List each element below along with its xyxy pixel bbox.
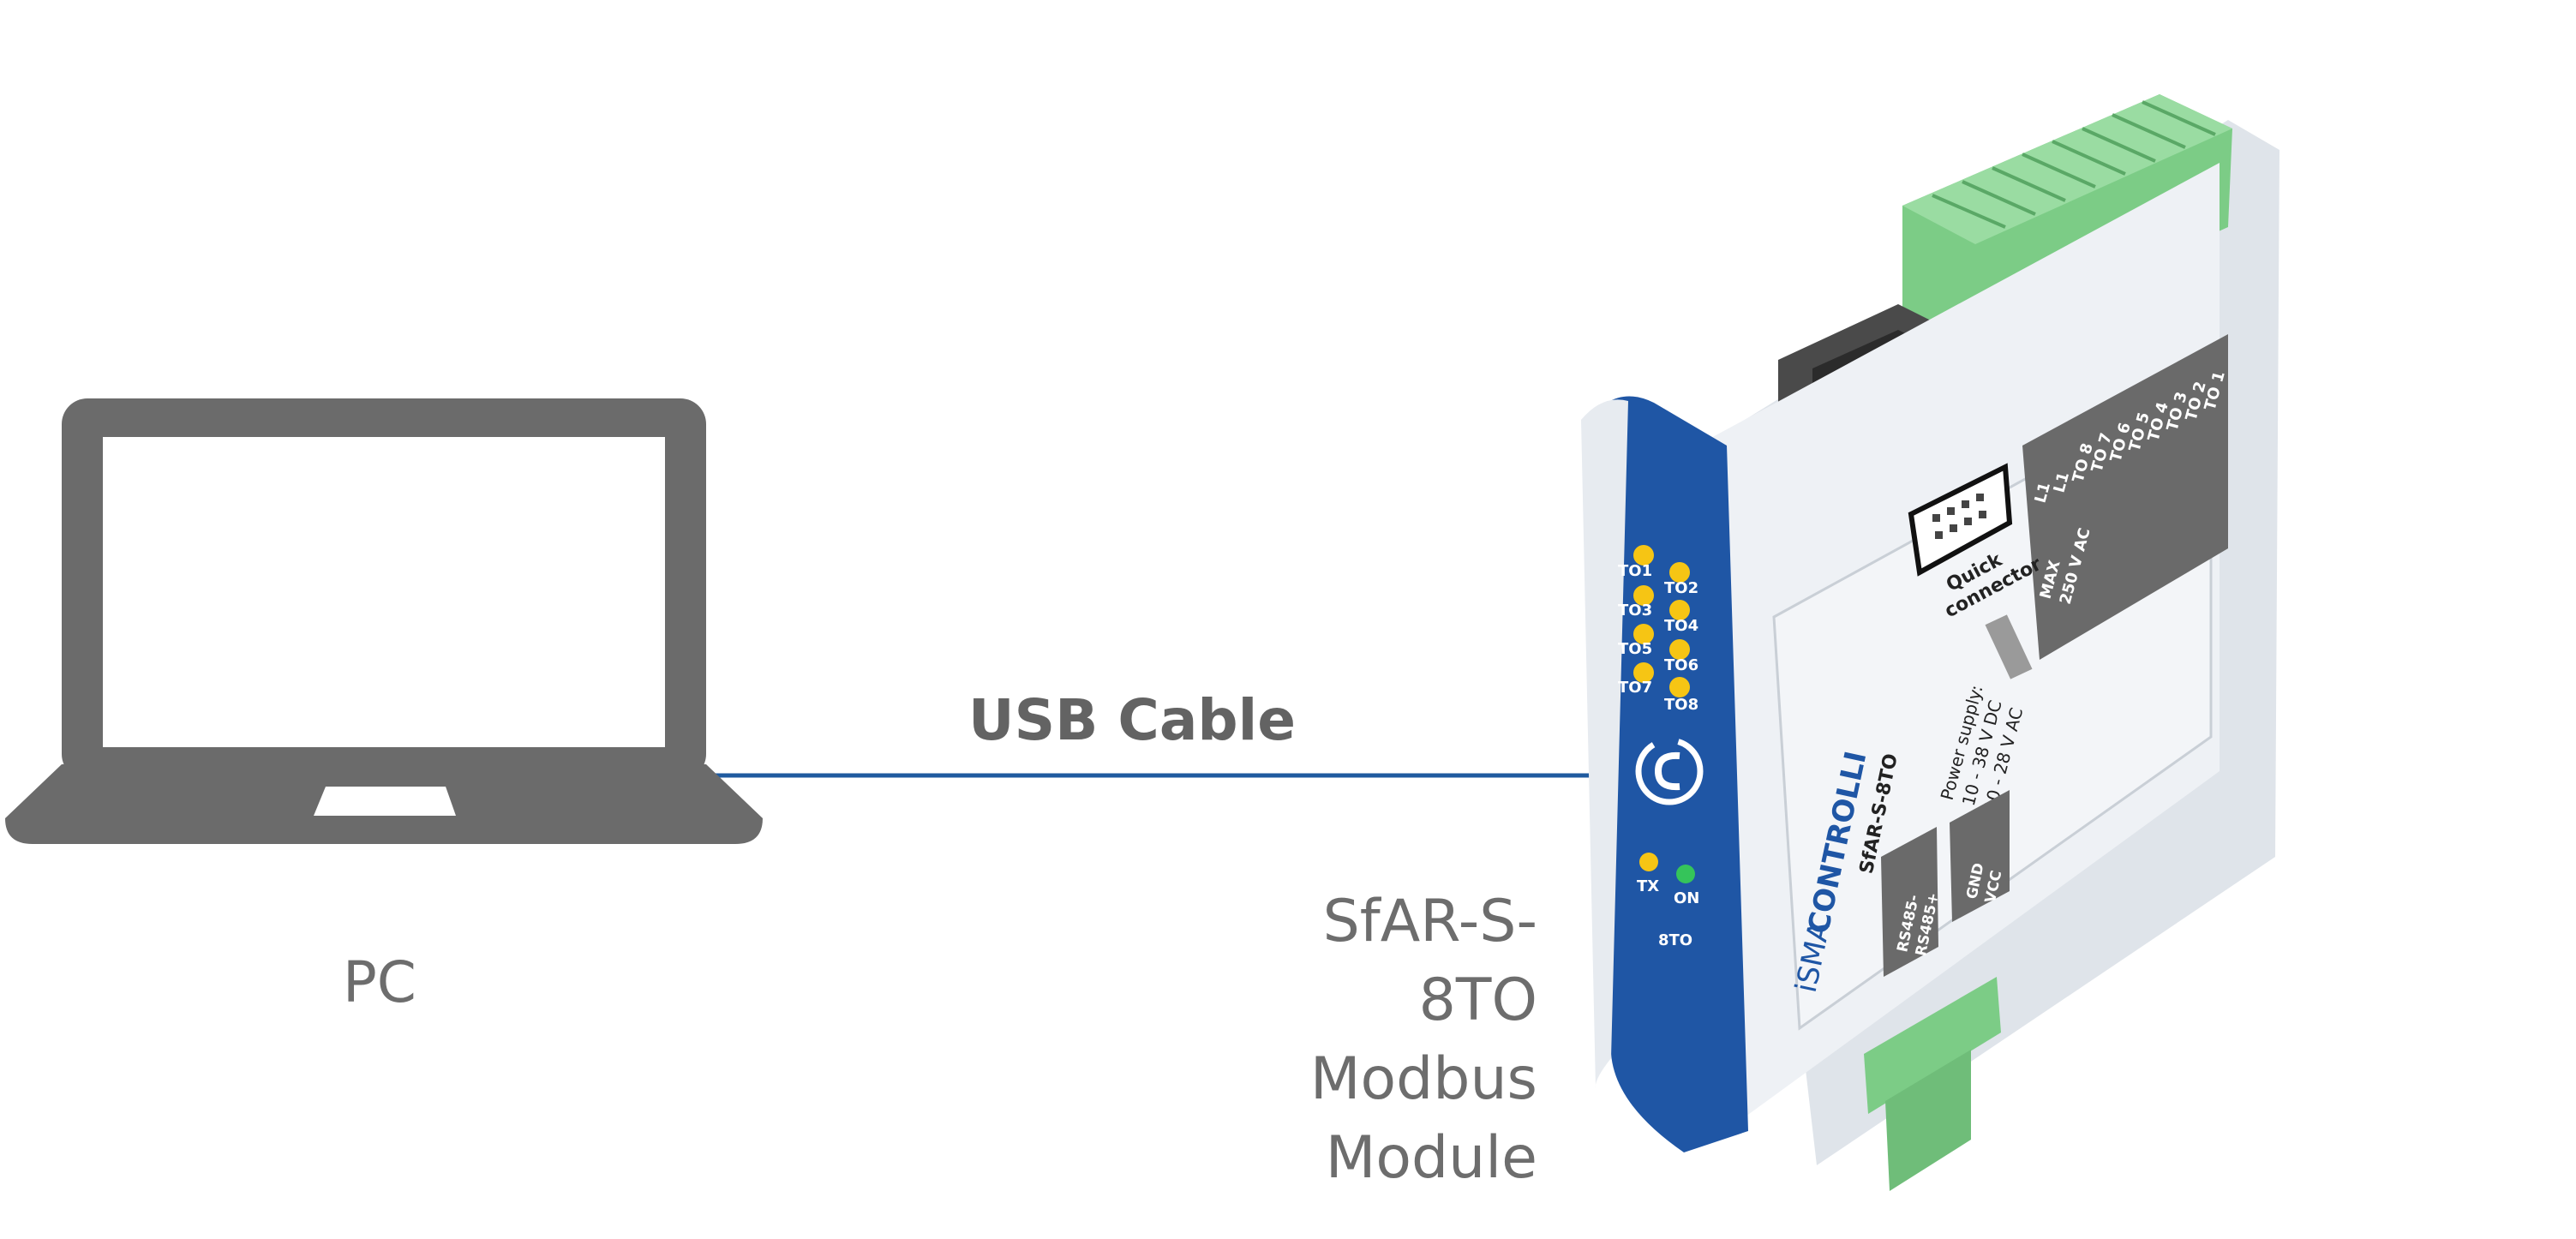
on-label: ON <box>1674 889 1699 907</box>
status-leds <box>1633 545 1695 883</box>
led-label: TO5 <box>1618 640 1652 658</box>
bottom-terminal-block <box>1864 977 2001 1114</box>
led-label: TO8 <box>1664 696 1698 714</box>
led-label: TO3 <box>1618 602 1652 620</box>
led-label: TO2 <box>1664 579 1698 597</box>
laptop-icon <box>5 398 763 844</box>
usb-cable-label: USB Cable <box>968 687 1297 753</box>
module-label: SfAR-S-8TO Modbus Module <box>1309 888 1537 1192</box>
tx-label: TX <box>1637 877 1659 895</box>
led-label: TO1 <box>1618 562 1652 580</box>
sfar-module-device: TO1 TO3 TO5 TO7 TO2 TO4 TO6 TO8 TX ON 8T… <box>1581 94 2279 1191</box>
led-label: TO4 <box>1664 617 1698 635</box>
led-label: TO7 <box>1618 679 1652 697</box>
output-terminal-labels: L1 L1 TO 8 TO 7 TO 6 TO 5 TO 4 TO 3 TO 2… <box>2032 369 2229 505</box>
controlli-logo-icon <box>1635 737 1704 805</box>
pc-label: PC <box>343 949 416 1015</box>
module-code-label: 8TO <box>1658 931 1692 949</box>
led-label: TO6 <box>1664 656 1698 674</box>
bottom-terminal-block <box>1885 1050 1971 1191</box>
dip-switch <box>1985 614 2033 679</box>
